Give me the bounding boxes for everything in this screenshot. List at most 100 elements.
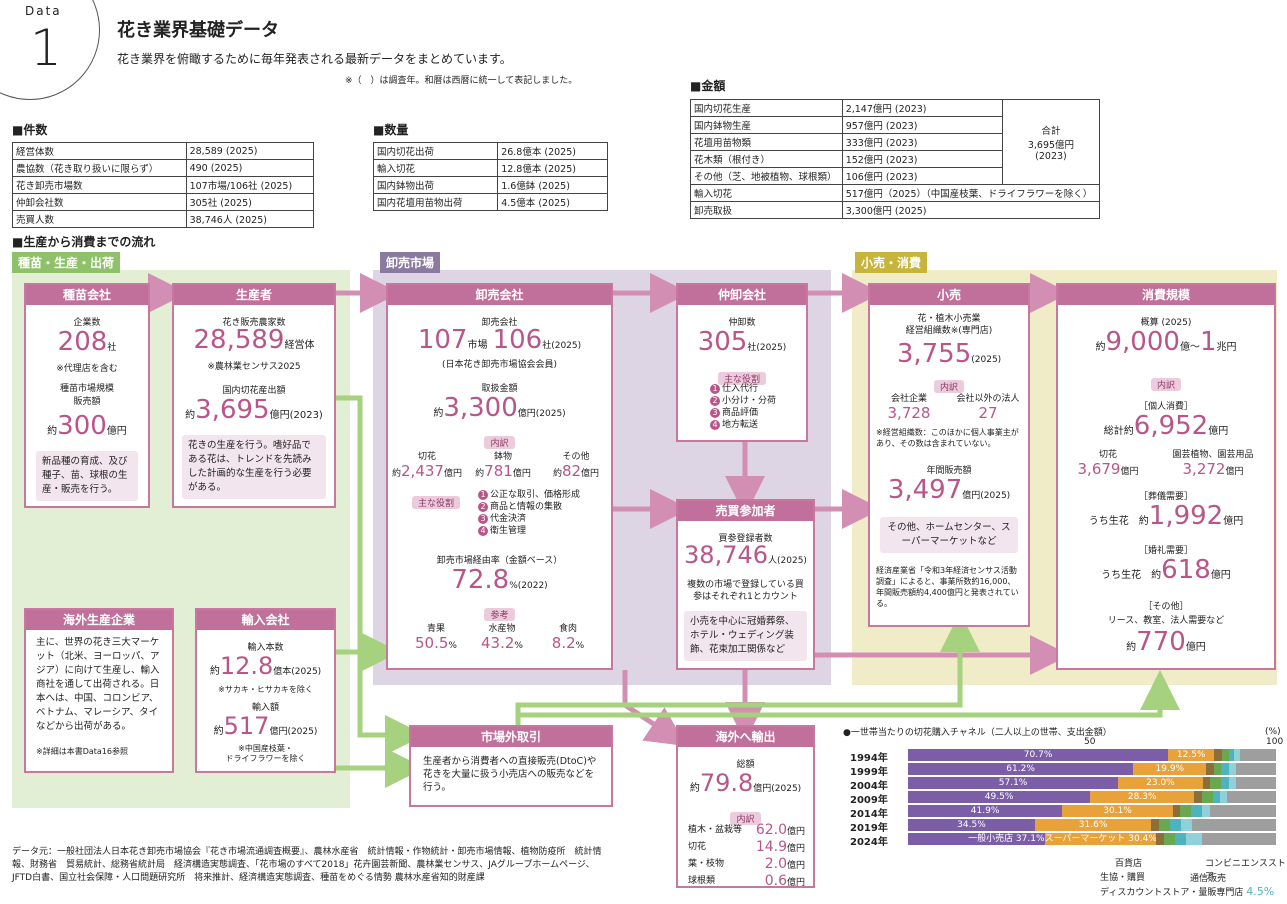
chart-bar-segment (1191, 819, 1276, 831)
chart-bar-segment: 19.9% (1133, 763, 1207, 775)
kouri-note2: 経済産業省「令和3年経済センサス活動調査」によると、事業所数約16,000、年間… (876, 566, 1019, 608)
shohi-sonota-value: 約770億円 (1126, 627, 1206, 657)
chart-bar-segment (1213, 763, 1222, 775)
export-value1: 約79.8億円(2025) (689, 769, 802, 797)
shubyo-desc: 新品種の育成、及び種子、苗、球根の生産・販売を行う。 (36, 451, 138, 501)
kouri-label1: 花・植木小売業 経営組織数※(専門店) (905, 314, 993, 336)
seisan-value1: 28,589経営体 (193, 325, 315, 355)
oroshi-label3: 卸売市場経由率（金額ベース） (436, 556, 563, 566)
suryo-title: ■数量 (373, 123, 409, 137)
row-label: 国内花壇用苗物出荷 (372, 193, 499, 211)
chart-bar-row: 70.7%12.5% (908, 749, 1276, 761)
chart-bar-segment (1228, 749, 1235, 761)
oroshi-title: 卸売会社 (388, 285, 611, 305)
legend-tsushin: 通信販売 (1190, 874, 1227, 884)
chart-category-label: 2009年 (850, 795, 888, 806)
row-value: 4.5億本 (2025) (497, 193, 608, 211)
chart-bar-segment (1158, 819, 1170, 831)
chart-bar-segment (1180, 819, 1192, 831)
chart-bar-segment: 28.3% (1090, 791, 1195, 803)
flow-title: ■生産から消費までの流れ (12, 235, 156, 249)
row-value: 38,746人 (2025) (185, 210, 315, 228)
yunyu-value2: 約517億円(2025) (213, 712, 318, 740)
nakaoroshi-label1: 仲卸数 (728, 318, 756, 328)
yunyu-label2: 輸入額 (251, 703, 279, 713)
baibai-note1: 複数の市場で登録している買参はそれぞれ1とカウント (687, 580, 804, 602)
seisan-title: 生産者 (174, 285, 334, 305)
chart-bar-segment (1202, 833, 1276, 845)
chart-tick-50: 50 (1084, 737, 1096, 747)
data-number: 1 (30, 19, 62, 77)
chart-bar-segment: 61.2% (908, 763, 1134, 775)
kouri-note1: ※経営組織数：このほかに個人事業主があり、その数は含まれていない。 (876, 428, 1019, 448)
chart-category-label: 2014年 (850, 809, 888, 820)
kingaku-total: 合計 3,695億円 (2023) (1001, 99, 1101, 185)
oroshi-label1: 卸売会社 (481, 318, 518, 328)
shijogai-desc: 生産者から消費者への直接販売(DtoC)や花きを大量に扱う小売店への販売などを行… (423, 756, 597, 793)
shubyo-label2: 種苗市場規模 販売額 (59, 384, 114, 407)
chart-bar-segment (1214, 749, 1222, 761)
nakaoroshi-title: 仲卸会社 (678, 285, 806, 305)
chart-category-label: 1999年 (850, 767, 888, 778)
chart-bar-segment (1221, 749, 1229, 761)
source-note: データ元：一般社団法人日本花き卸売市場協会『花き市場流通調査概要』、農林水産省 … (12, 847, 602, 883)
kaigai-note: ※詳細は本書Data16参照 (36, 747, 128, 756)
chart-bar-segment (1227, 791, 1276, 803)
row-value: 3,300億円 (2025) (841, 201, 1101, 219)
kouri-desc: その他、ホームセンター、スーパーマーケットなど (880, 517, 1018, 553)
legend-conbini: コンビニエンスストア (1205, 859, 1286, 882)
kouri-naiyaku: 内訳 (870, 375, 1028, 394)
chart-bar-row: 34.5%31.6% (908, 819, 1276, 831)
oroshi-label2: 取扱金額 (481, 384, 518, 394)
chart-bar-segment: 70.7% (908, 749, 1169, 761)
band-kouri: 小売・消費 (855, 252, 928, 273)
seisan-desc: 花きの生産を行う。嗜好品である花は、トレンドを先読みした計画的な生産を行う必要が… (182, 435, 326, 499)
chart-bar-segment (1202, 805, 1210, 817)
shohi-konrei-value: うち生花 約618億円 (1101, 555, 1231, 585)
chart-bar-segment (1239, 749, 1276, 761)
legend-discount: ディスカウントストア・量販専門店 4.5% (1100, 885, 1275, 898)
chart-category-label: 2019年 (850, 823, 888, 834)
oroshi-value1: 107市場 106社(2025) (417, 325, 582, 355)
chart-unit: (%) (1265, 727, 1281, 737)
chart-bar-segment (1163, 833, 1175, 845)
oroshi-role-label: 主な役割 (412, 491, 461, 510)
chart-bar-segment: 41.9% (908, 805, 1063, 817)
chart-bar-segment (1206, 763, 1214, 775)
chart-category-label: 1994年 (850, 753, 888, 764)
legend-coop: 生協・購買 (1100, 873, 1146, 883)
shohi-box: 消費規模 概算 (2025) 約9,000億～1兆円 内訳 ［個人消費］ 総計約… (1056, 283, 1276, 670)
yunyu-label1: 輸入本数 (247, 643, 284, 653)
oroshi-note1: (日本花き卸売市場協会会員) (441, 360, 558, 370)
export-naiyaku: 内訳 (678, 807, 813, 826)
chart-bar-segment (1151, 819, 1159, 831)
kaigai-box: 海外生産企業 主に、世界の花き三大マーケット（北米、ヨーロッパ、アジア）に向けて… (24, 608, 174, 773)
chart-bar-row: 61.2%19.9% (908, 763, 1276, 775)
shohi-naiyaku: 内訳 (1058, 373, 1274, 392)
chart-bar-segment: 一般小売店 37.1% (908, 833, 1045, 845)
shubyo-label1: 企業数 (73, 318, 101, 328)
chart-bar-segment (1180, 805, 1192, 817)
chart-bar-segment (1201, 791, 1213, 803)
chart-bar-row: 49.5%28.3% (908, 791, 1276, 803)
oroshi-item-kiribana: 切花約2,437億円 (392, 452, 462, 480)
chart-bar-row: 41.9%30.1% (908, 805, 1276, 817)
shohi-sogi-label: ［葬儀需要］ (1138, 492, 1193, 502)
chart-title: ●一世帯当たりの切花購入チャネル（二人以上の世帯、支出金額） (843, 728, 1112, 738)
shohi-kojin-value: 総計約6,952億円 (1103, 411, 1229, 441)
chart-bar-segment (1212, 791, 1221, 803)
shubyo-box: 種苗会社 企業数 208社 ※代理店を含む 種苗市場規模 販売額 約300億円 … (24, 283, 150, 508)
band-oroshi: 卸売市場 (380, 252, 441, 273)
shohi-konrei-label: ［婚礼需要］ (1138, 546, 1193, 556)
yunyu-value1: 約12.8億本(2025) (209, 652, 322, 680)
